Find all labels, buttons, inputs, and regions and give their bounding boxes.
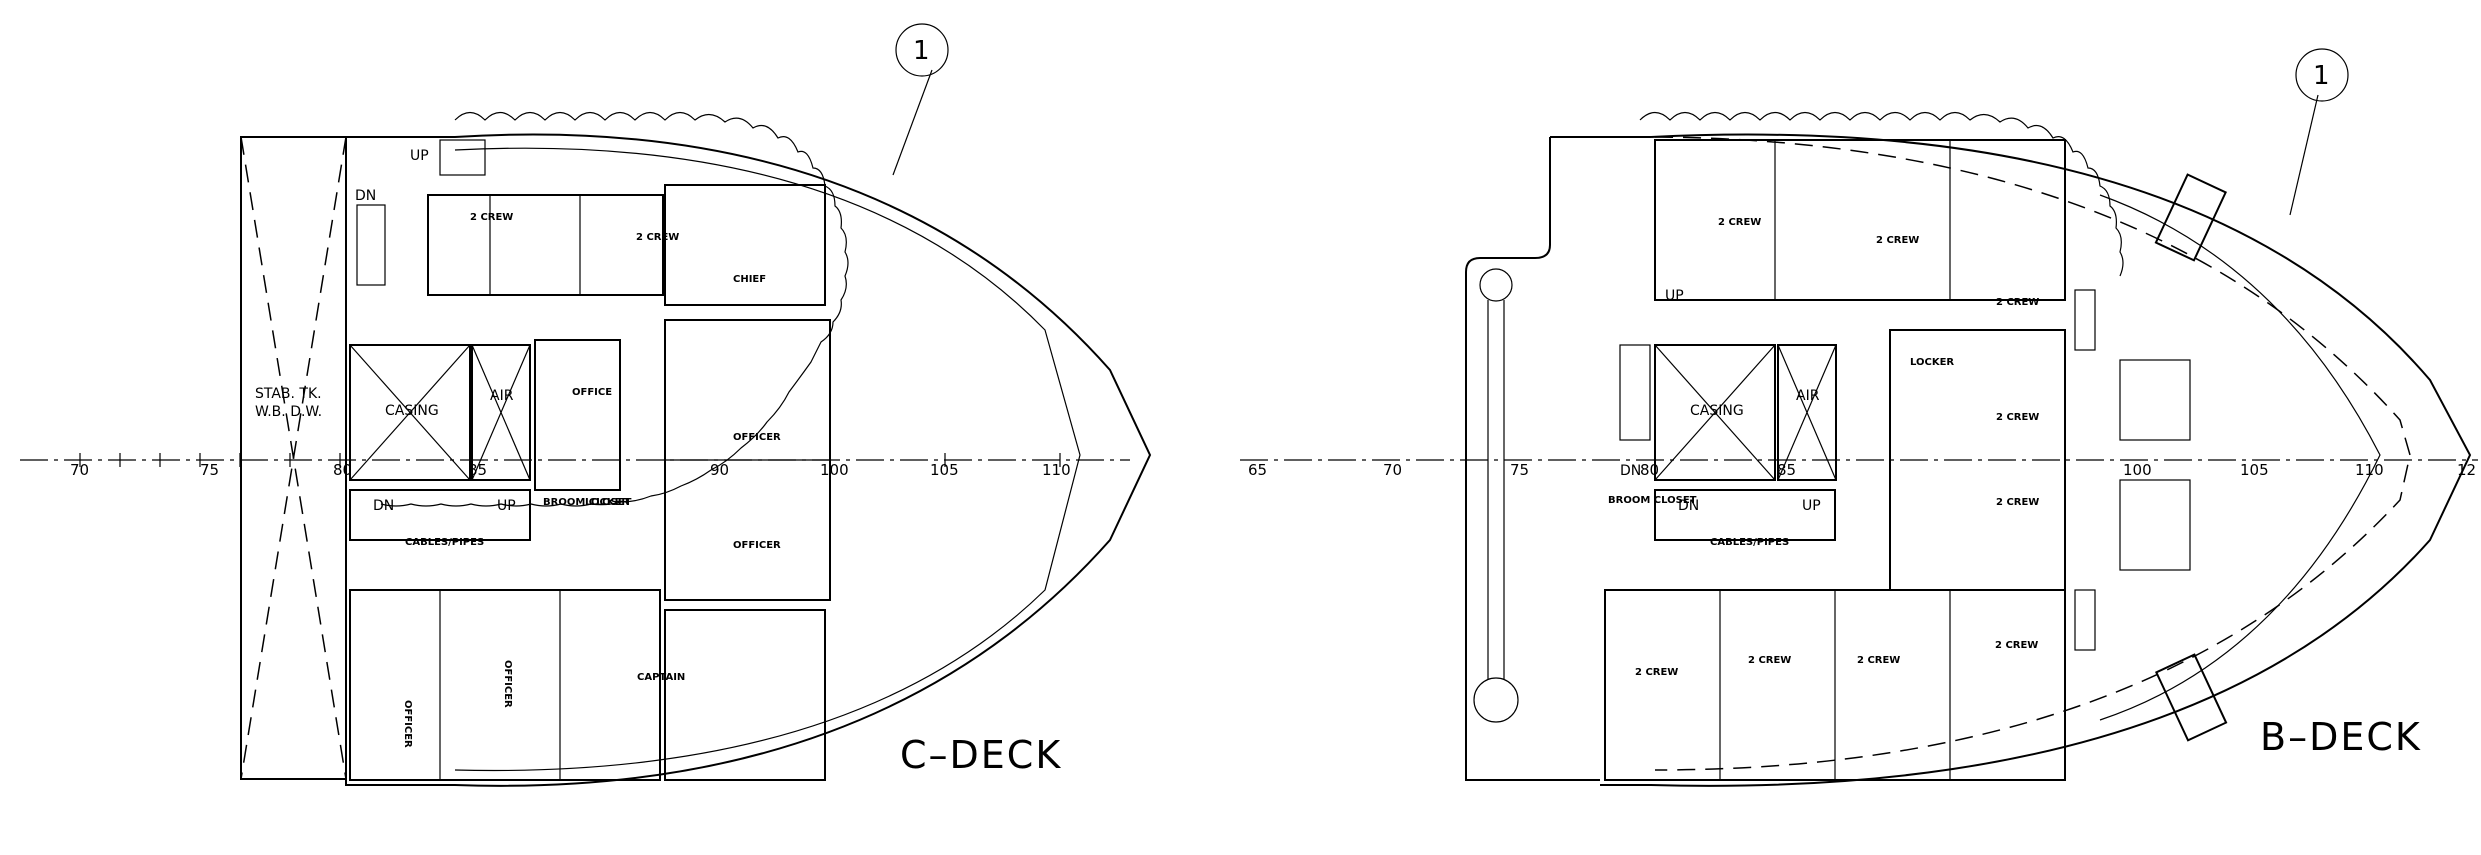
c-hull-inner bbox=[454, 147, 1081, 772]
c-crew-block-top bbox=[427, 194, 664, 296]
c-frame-105: 105 bbox=[930, 461, 959, 479]
b-winch-bottom bbox=[2155, 653, 2228, 742]
b-frame-110: 110 bbox=[2355, 461, 2384, 479]
c-crew-b-label: 2 CREW bbox=[636, 232, 679, 243]
c-casing-label: CASING bbox=[385, 403, 439, 419]
c-frame-70: 70 bbox=[70, 461, 89, 479]
c-chief bbox=[664, 184, 826, 306]
b-dn-80-label: DN bbox=[1620, 463, 1641, 479]
b-hull-cloud bbox=[1639, 111, 2124, 277]
c-casing bbox=[349, 344, 471, 481]
b-crew-7-label: 2 CREW bbox=[1748, 655, 1791, 666]
c-stair-block bbox=[349, 489, 531, 541]
c-up-stair-label: UP bbox=[497, 498, 516, 514]
b-aft-outline bbox=[1465, 137, 1600, 781]
c-office bbox=[534, 339, 621, 491]
b-crew-8-label: 2 CREW bbox=[1857, 655, 1900, 666]
c-bottom-block bbox=[349, 589, 661, 781]
c-dn-top-label: DN bbox=[355, 188, 376, 204]
c-officer-c-label: OFFICER bbox=[402, 700, 413, 748]
b-callout-number: 1 bbox=[2313, 61, 2330, 91]
c-cables-label: CABLES/PIPES bbox=[405, 537, 484, 548]
c-crew-a-label: 2 CREW bbox=[470, 212, 513, 223]
b-mooring-gear-bottom bbox=[2119, 479, 2191, 571]
c-office-label: OFFICE bbox=[572, 387, 612, 398]
c-wbdw-label: W.B. D.W. bbox=[255, 404, 322, 420]
b-locker-fwd-top bbox=[2074, 289, 2096, 351]
c-officer-b-label: OFFICER bbox=[733, 540, 781, 551]
b-crew-2-label: 2 CREW bbox=[1876, 235, 1919, 246]
b-frame-65: 65 bbox=[1248, 461, 1267, 479]
b-up-stair-label: UP bbox=[1802, 498, 1821, 514]
b-dn-stair-label: DN bbox=[1678, 498, 1699, 514]
c-frame-110: 110 bbox=[1042, 461, 1071, 479]
b-crane-top bbox=[1479, 268, 1513, 302]
b-crew-5-label: 2 CREW bbox=[1996, 497, 2039, 508]
c-up-top-label: UP bbox=[410, 148, 429, 164]
b-cables-label: CABLES/PIPES bbox=[1710, 537, 1789, 548]
b-foredeck-line bbox=[2099, 194, 2381, 721]
b-callout-circle bbox=[2295, 48, 2349, 102]
c-deck-title: C–DECK bbox=[900, 733, 1062, 777]
b-crew-6-label: 2 CREW bbox=[1635, 667, 1678, 678]
c-frame-80: 80 bbox=[333, 461, 352, 479]
c-dn-stair bbox=[356, 204, 386, 286]
b-crew-9-label: 2 CREW bbox=[1995, 640, 2038, 651]
b-locker-fwd-bottom bbox=[2074, 589, 2096, 651]
b-frame-70: 70 bbox=[1383, 461, 1402, 479]
c-frame-75: 75 bbox=[200, 461, 219, 479]
c-captain bbox=[664, 609, 826, 781]
c-callout-number: 1 bbox=[913, 36, 930, 66]
c-chief-label: CHIEF bbox=[733, 274, 766, 285]
c-dn-stair-label: DN bbox=[373, 498, 394, 514]
b-casing-label: CASING bbox=[1690, 403, 1744, 419]
b-stair-block bbox=[1654, 489, 1836, 541]
b-frame-85: 85 bbox=[1777, 461, 1796, 479]
c-broom-label: BROOM CLOSET bbox=[543, 497, 632, 508]
c-officer-a-label: OFFICER bbox=[733, 432, 781, 443]
b-crew-4-label: 2 CREW bbox=[1996, 412, 2039, 423]
c-upper-stair bbox=[439, 139, 486, 176]
b-broom-label: BROOM CLOSET bbox=[1608, 495, 1697, 506]
b-callout-leader bbox=[2289, 94, 2319, 216]
b-deck-plan: 65 70 75 80 85 100 105 110 12 CASING AIR… bbox=[1240, 48, 2478, 787]
b-air-label: AIR bbox=[1796, 388, 1820, 404]
b-winch-top bbox=[2154, 173, 2227, 262]
c-air bbox=[471, 344, 531, 481]
c-frame-90: 90 bbox=[710, 461, 729, 479]
c-hull-outline bbox=[345, 133, 1152, 787]
b-up-left-label: UP bbox=[1665, 288, 1684, 304]
b-frame-100: 100 bbox=[2123, 461, 2152, 479]
c-callout-leader bbox=[892, 69, 933, 176]
c-stab-tk-label: STAB. TK. bbox=[255, 386, 322, 402]
b-frame-105: 105 bbox=[2240, 461, 2269, 479]
b-air bbox=[1777, 344, 1837, 481]
b-mooring-gear-top bbox=[2119, 359, 2191, 441]
b-hull-outline bbox=[1550, 133, 2472, 787]
c-locker-label: LOCKER bbox=[585, 497, 629, 508]
c-frame-100: 100 bbox=[820, 461, 849, 479]
b-crane-base bbox=[1473, 677, 1519, 723]
b-side-stair bbox=[1619, 344, 1651, 441]
c-captain-label: CAPTAIN bbox=[637, 672, 685, 683]
b-hull-dash bbox=[1654, 136, 2411, 771]
c-callout-circle bbox=[895, 23, 949, 77]
c-deck-plan: 70 75 80 85 90 100 105 110 STAB. TK. W.B… bbox=[20, 23, 1152, 787]
c-hull-cloud bbox=[380, 111, 849, 507]
b-crew-1-label: 2 CREW bbox=[1718, 217, 1761, 228]
c-air-label: AIR bbox=[490, 388, 514, 404]
b-frame-75: 75 bbox=[1510, 461, 1529, 479]
b-casing bbox=[1654, 344, 1776, 481]
b-frame-80: 80 bbox=[1640, 461, 1659, 479]
b-deck-title: B–DECK bbox=[2260, 715, 2422, 759]
b-crew-block-top bbox=[1654, 139, 2066, 301]
c-officer-d-label: OFFICER bbox=[502, 660, 513, 708]
b-crew-3-label: 2 CREW bbox=[1996, 297, 2039, 308]
b-locker-label: LOCKER bbox=[1910, 357, 1954, 368]
